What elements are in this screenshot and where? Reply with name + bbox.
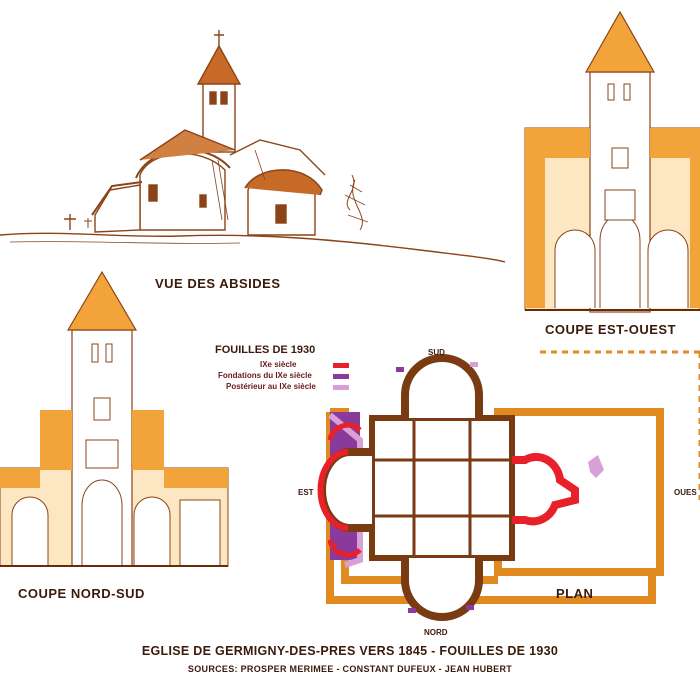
plan-title: PLAN bbox=[556, 586, 594, 601]
legend-swatch-1 bbox=[333, 363, 349, 368]
east-west-section-title: COUPE EST-OUEST bbox=[545, 322, 677, 337]
floor-plan bbox=[317, 350, 700, 621]
footer-sources: SOURCES: PROSPER MERIMEE - CONSTANT DUFE… bbox=[187, 664, 513, 674]
north-south-section-title: COUPE NORD-SUD bbox=[18, 586, 145, 601]
compass-east: EST bbox=[298, 488, 314, 497]
footer-title: EGLISE DE GERMIGNY-DES-PRES VERS 1845 - … bbox=[141, 644, 559, 658]
legend-swatch-2 bbox=[333, 374, 349, 379]
east-west-section bbox=[524, 10, 700, 313]
legend-item-later: Postérieur au IXe siècle bbox=[226, 382, 316, 391]
compass-south: SUD bbox=[428, 348, 445, 357]
apse-view-title: VUE DES ABSIDES bbox=[155, 276, 281, 291]
apse-view-sketch bbox=[0, 30, 506, 263]
north-south-section bbox=[0, 270, 229, 567]
legend-item-ixe: IXe siècle bbox=[260, 360, 297, 369]
compass-west: OUES bbox=[674, 488, 697, 497]
legend-title: FOUILLES DE 1930 bbox=[215, 344, 316, 356]
legend-swatch-3 bbox=[333, 385, 349, 390]
compass-north: NORD bbox=[424, 628, 448, 637]
legend-item-foundations: Fondations du IXe siècle bbox=[218, 371, 312, 380]
